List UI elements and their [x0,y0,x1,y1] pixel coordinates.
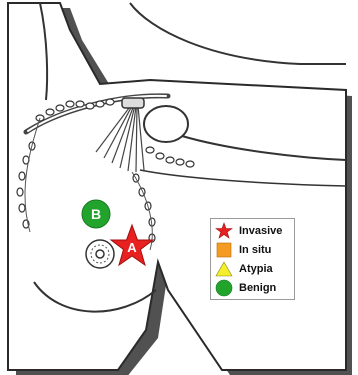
legend-item-benign: Benign [215,278,294,297]
star-icon [215,222,233,240]
humeral-head [144,106,188,142]
shoulder-contour [130,3,346,64]
legend-item-in-situ: In situ [215,240,294,259]
legend-item-invasive: Invasive [215,221,294,240]
legend-label-in-situ: In situ [239,244,271,256]
coracoid-process [122,98,144,108]
marker-b-label: B [91,206,101,222]
marker-b: B [82,200,110,228]
nipple [96,250,104,258]
legend-label-benign: Benign [239,282,276,294]
triangle-icon [215,260,233,278]
marker-a-label: A [127,240,137,255]
legend-item-atypia: Atypia [215,259,294,278]
body-outline [8,3,346,370]
square-icon [215,241,233,259]
legend-label-atypia: Atypia [239,263,273,275]
legend: Invasive In situ Atypia Benign [210,218,295,300]
circle-icon [215,279,233,297]
legend-label-invasive: Invasive [239,225,282,237]
